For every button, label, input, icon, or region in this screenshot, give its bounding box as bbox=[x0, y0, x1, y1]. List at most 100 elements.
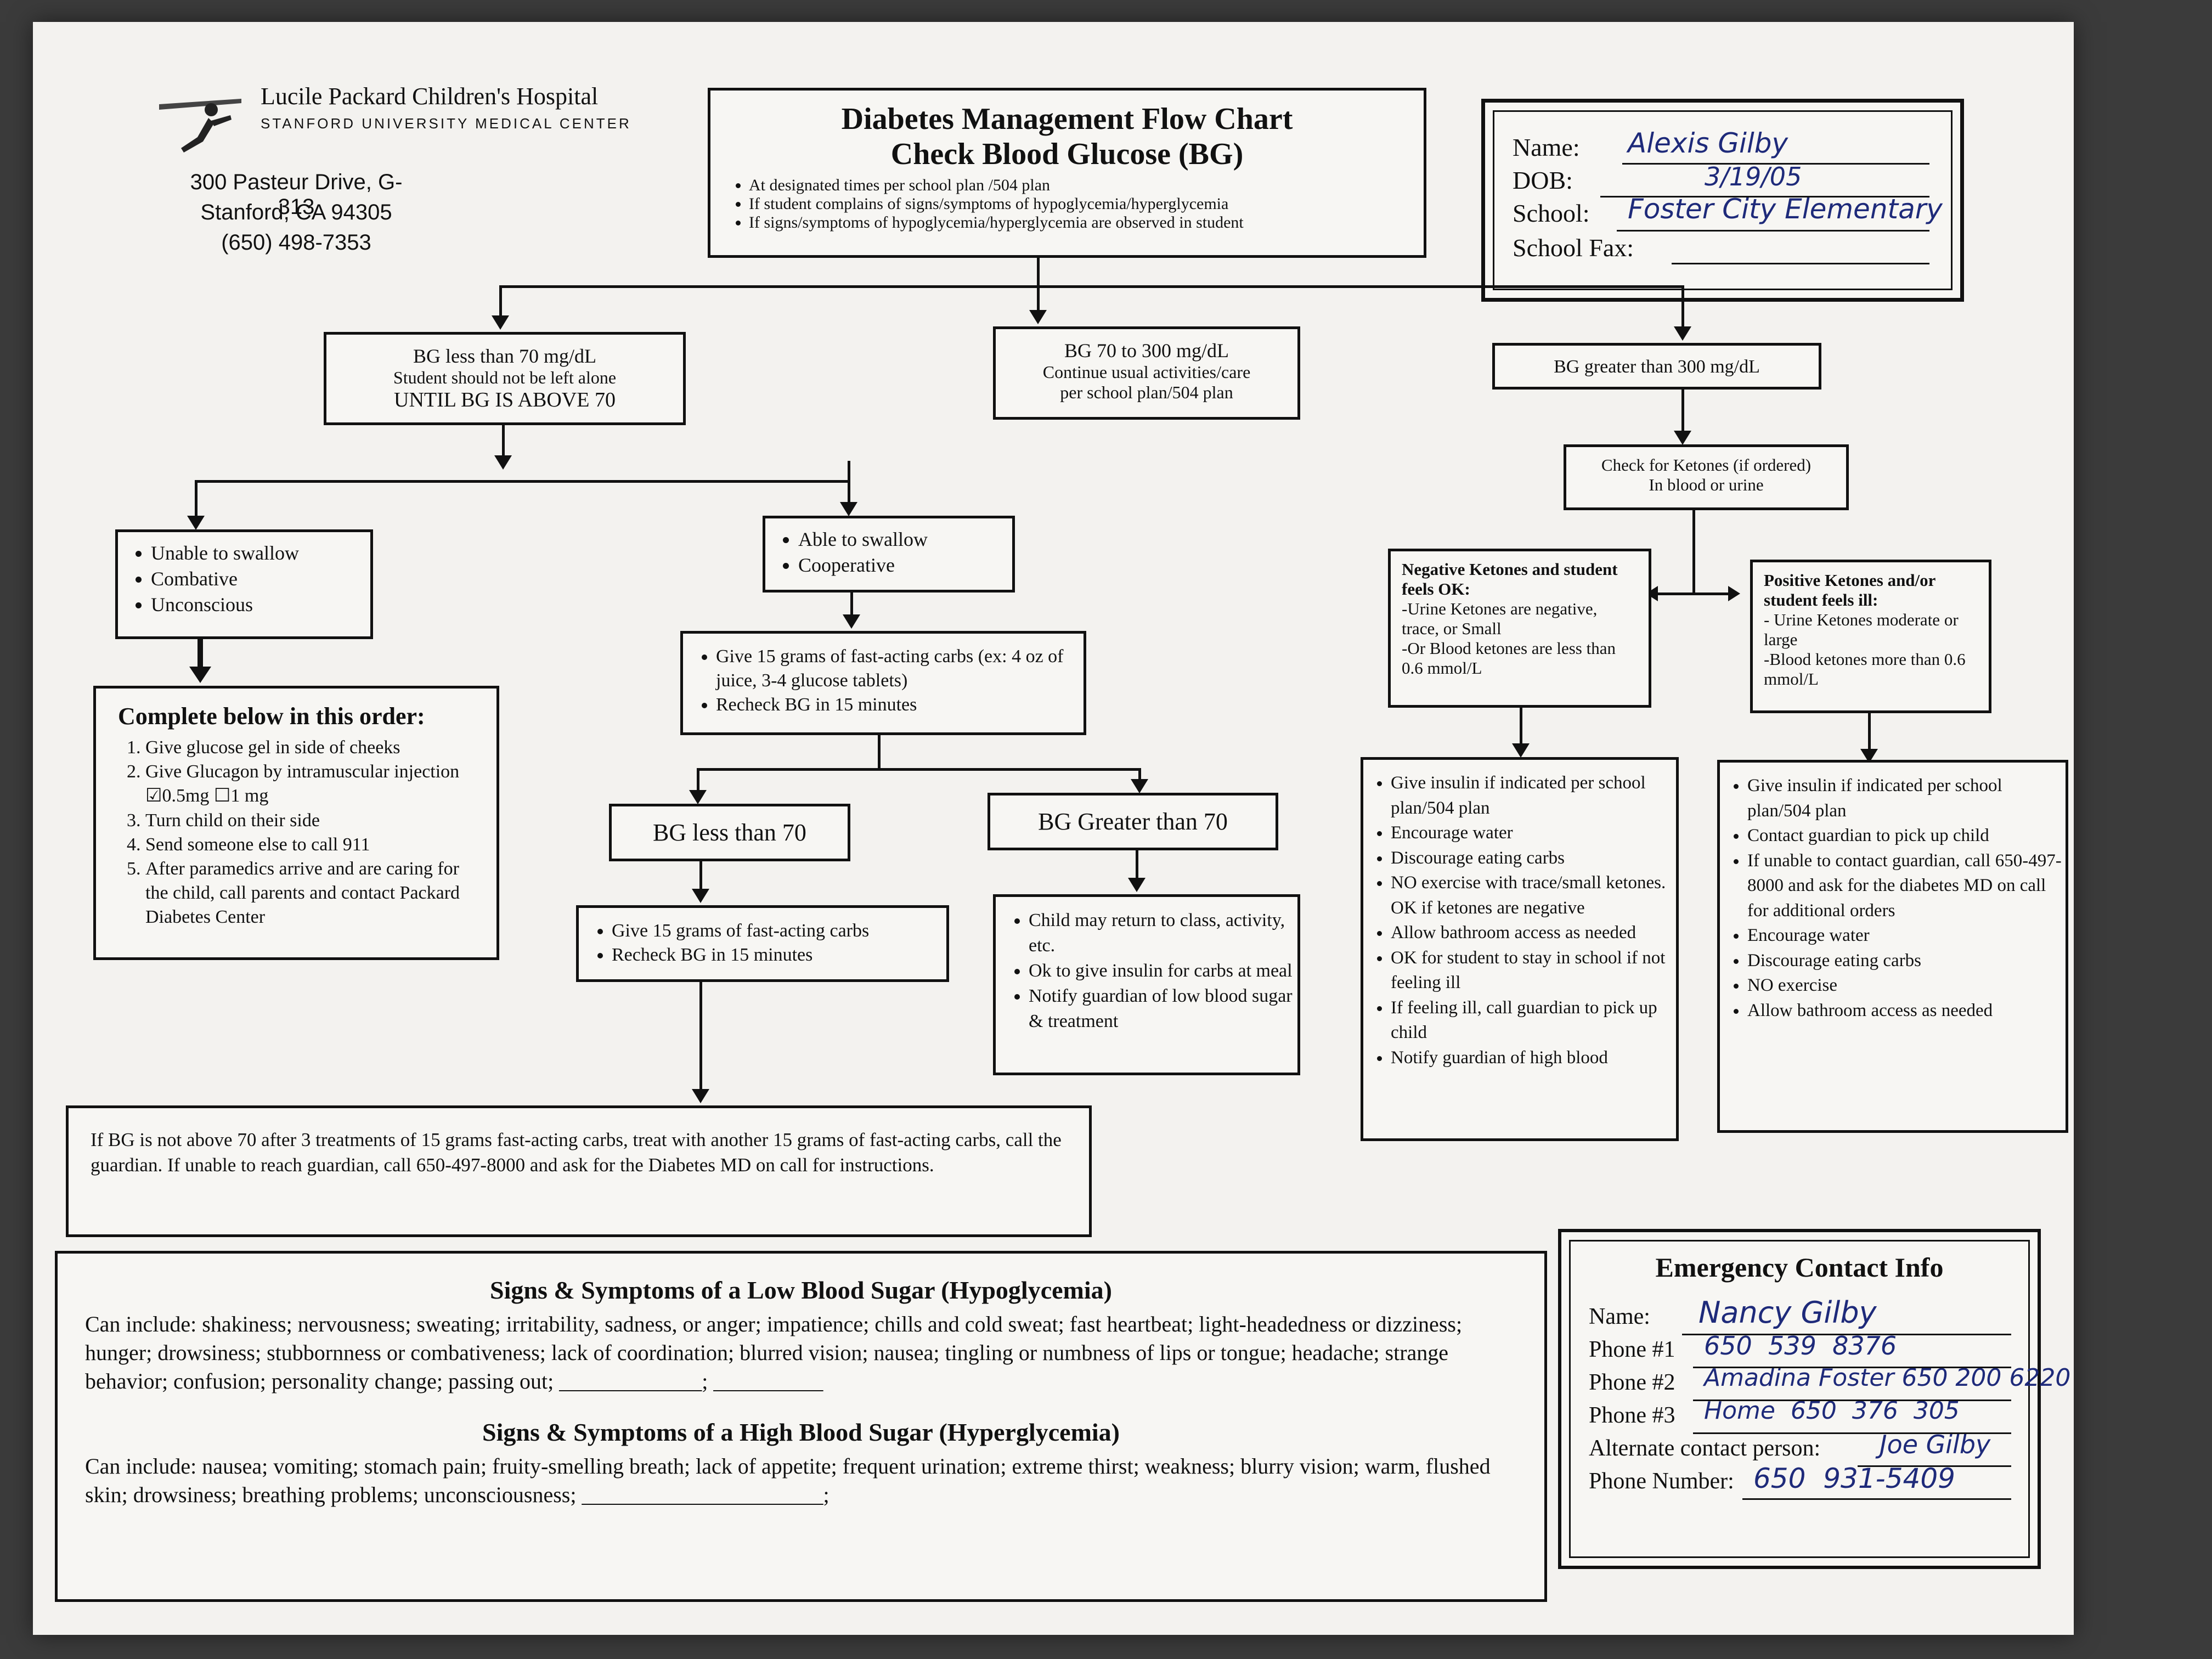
bg-less70-box: BG less than 70 bbox=[609, 804, 850, 861]
bg-less70-label: BG less than 70 bbox=[653, 819, 806, 846]
hyper-text: Can include: nausea; vomiting; stomach p… bbox=[85, 1454, 1491, 1507]
neg-title: Negative Ketones and student feels OK: bbox=[1402, 560, 1618, 599]
ec-name-value[interactable]: Nancy Gilby bbox=[1699, 1295, 1877, 1330]
neg-items-box: Give insulin if indicated per school pla… bbox=[1361, 757, 1679, 1141]
give15b-box: Give 15 grams of fast-acting carbs Reche… bbox=[576, 905, 949, 982]
student-dob-label: DOB: bbox=[1513, 166, 1573, 194]
bg-greater70-box: BG Greater than 70 bbox=[988, 793, 1278, 850]
pos-items-box: Give insulin if indicated per school pla… bbox=[1717, 760, 2068, 1133]
hypo-text: Can include: shakiness; nervousness; swe… bbox=[85, 1312, 1463, 1393]
complete-step: Send someone else to call 911 bbox=[145, 833, 486, 857]
title-box: Diabetes Management Flow Chart Check Blo… bbox=[708, 88, 1426, 258]
bg-high-line1: BG greater than 300 mg/dL bbox=[1554, 357, 1760, 377]
pos-item: Encourage water bbox=[1747, 923, 2066, 949]
neg-item: OK for student to stay in school if not … bbox=[1391, 946, 1676, 996]
neg-item: If feeling ill, call guardian to pick up… bbox=[1391, 996, 1676, 1046]
student-name-value[interactable]: Alexis Gilby bbox=[1628, 127, 1788, 159]
pos-title: Positive Ketones and/or student feels il… bbox=[1764, 571, 1936, 610]
neg-item: Notify guardian of high blood bbox=[1391, 1046, 1676, 1071]
greater70-item: Notify guardian of low blood sugar & tre… bbox=[1029, 984, 1297, 1034]
neg-ketones-box: Negative Ketones and student feels OK: -… bbox=[1388, 549, 1651, 708]
student-name-label: Name: bbox=[1513, 133, 1580, 161]
ec-alt-value[interactable]: Joe Gilby bbox=[1880, 1430, 1991, 1459]
ketones-line2: In blood or urine bbox=[1649, 475, 1764, 494]
title-bullet: At designated times per school plan /504… bbox=[749, 176, 1424, 195]
pos-item: NO exercise bbox=[1747, 973, 2066, 998]
complete-step: Give Glucagon by intramuscular injection… bbox=[145, 760, 486, 808]
chart-subtitle: Check Blood Glucose (BG) bbox=[890, 137, 1244, 171]
neg-item: Give insulin if indicated per school pla… bbox=[1391, 771, 1676, 821]
ec-num-value[interactable]: 650 931-5409 bbox=[1753, 1463, 1955, 1494]
able-item: Cooperative bbox=[798, 552, 1012, 578]
give15b-item: Recheck BG in 15 minutes bbox=[612, 943, 946, 967]
greater70-item: Child may return to class, activity, etc… bbox=[1029, 908, 1297, 958]
emergency-title: Emergency Contact Info bbox=[1655, 1252, 1944, 1283]
neg-line2: -Or Blood ketones are less than 0.6 mmol… bbox=[1402, 639, 1616, 678]
ketones-line1: Check for Ketones (if ordered) bbox=[1601, 455, 1812, 475]
chart-title: Diabetes Management Flow Chart bbox=[841, 102, 1293, 136]
bg-greater70-label: BG Greater than 70 bbox=[1038, 808, 1228, 835]
ec-p3-label: Phone #3 bbox=[1589, 1403, 1675, 1428]
hospital-address2: Stanford, CA 94305 bbox=[200, 200, 392, 224]
ec-num-label: Phone Number: bbox=[1589, 1469, 1734, 1494]
give15b-item: Give 15 grams of fast-acting carbs bbox=[612, 919, 946, 943]
greater70-item: Ok to give insulin for carbs at meal bbox=[1029, 958, 1297, 984]
pos-line1: - Urine Ketones moderate or large bbox=[1764, 610, 1959, 649]
neg-item: NO exercise with trace/small ketones. OK… bbox=[1391, 871, 1676, 921]
hospital-name: Lucile Packard Children's Hospital bbox=[261, 83, 599, 110]
student-dob-value[interactable]: 3/19/05 bbox=[1705, 162, 1802, 191]
pos-ketones-box: Positive Ketones and/or student feels il… bbox=[1750, 560, 1991, 713]
pos-item: Allow bathroom access as needed bbox=[1747, 998, 2066, 1024]
unable-item: Combative bbox=[151, 566, 370, 592]
ec-alt-label: Alternate contact person: bbox=[1589, 1436, 1821, 1461]
give15-item: Recheck BG in 15 minutes bbox=[716, 693, 1084, 717]
bg-low-line3: UNTIL BG IS ABOVE 70 bbox=[394, 388, 616, 411]
bg-low-box: BG less than 70 mg/dL Student should not… bbox=[324, 332, 686, 425]
ec-p1-value[interactable]: 650 539 8376 bbox=[1704, 1331, 1897, 1361]
student-info-box: Name: Alexis Gilby DOB: 3/19/05 School: … bbox=[1481, 99, 1964, 302]
student-school-label: School: bbox=[1513, 199, 1590, 227]
bg-normal-line1: BG 70 to 300 mg/dL bbox=[1064, 340, 1229, 362]
student-school-value[interactable]: Foster City Elementary bbox=[1628, 193, 1943, 225]
bg-normal-line3: per school plan/504 plan bbox=[1060, 382, 1233, 402]
bg-low-line1: BG less than 70 mg/dL bbox=[413, 345, 596, 367]
bg-high-box: BG greater than 300 mg/dL bbox=[1492, 343, 1821, 390]
pos-item: Contact guardian to pick up child bbox=[1747, 823, 2066, 849]
ec-p2-value[interactable]: Amadina Foster 650 200 6220 bbox=[1704, 1364, 2071, 1392]
give15-item: Give 15 grams of fast-acting carbs (ex: … bbox=[716, 645, 1084, 693]
greater70-items-box: Child may return to class, activity, etc… bbox=[993, 894, 1300, 1075]
unable-item: Unable to swallow bbox=[151, 540, 370, 566]
hypo-title: Signs & Symptoms of a Low Blood Sugar (H… bbox=[490, 1276, 1112, 1304]
ec-p3-value[interactable]: Home 650 376 305 bbox=[1704, 1397, 1960, 1425]
able-box: Able to swallow Cooperative bbox=[763, 516, 1015, 592]
after3-text: If BG is not above 70 after 3 treatments… bbox=[91, 1129, 1062, 1176]
hospital-phone: (650) 498-7353 bbox=[221, 230, 371, 255]
complete-step: Turn child on their side bbox=[145, 809, 486, 833]
neg-item: Encourage water bbox=[1391, 821, 1676, 846]
able-item: Able to swallow bbox=[798, 527, 1012, 552]
ec-name-label: Name: bbox=[1589, 1304, 1650, 1329]
complete-box: Complete below in this order: Give gluco… bbox=[93, 686, 499, 960]
unable-box: Unable to swallow Combative Unconscious bbox=[115, 529, 373, 639]
hospital-address1: 300 Pasteur Drive, G-313 bbox=[190, 170, 403, 219]
hyper-title: Signs & Symptoms of a High Blood Sugar (… bbox=[482, 1418, 1120, 1446]
pos-item: Give insulin if indicated per school pla… bbox=[1747, 774, 2066, 823]
student-fax-label: School Fax: bbox=[1513, 234, 1634, 262]
bg-normal-line2: Continue usual activities/care bbox=[1042, 362, 1251, 382]
complete-step: Give glucose gel in side of cheeks bbox=[145, 736, 486, 760]
emergency-box: Emergency Contact Info Name: Nancy Gilby… bbox=[1558, 1229, 2070, 1569]
pos-line2: -Blood ketones more than 0.6 mmol/L bbox=[1764, 650, 1966, 689]
ketones-box: Check for Ketones (if ordered) In blood … bbox=[1564, 444, 1849, 510]
unable-item: Unconscious bbox=[151, 592, 370, 618]
title-bullet: If student complains of signs/symptoms o… bbox=[749, 195, 1424, 213]
give15-box: Give 15 grams of fast-acting carbs (ex: … bbox=[680, 631, 1086, 735]
pos-item: If unable to contact guardian, call 650-… bbox=[1747, 849, 2066, 924]
pos-item: Discourage eating carbs bbox=[1747, 949, 2066, 974]
neg-item: Allow bathroom access as needed bbox=[1391, 921, 1676, 946]
ec-p1-label: Phone #1 bbox=[1589, 1337, 1675, 1362]
hospital-logo bbox=[159, 93, 241, 159]
complete-step: After paramedics arrive and are caring f… bbox=[145, 857, 486, 930]
flow-chart-paper: Lucile Packard Children's Hospital STANF… bbox=[33, 22, 2074, 1635]
title-bullet: If signs/symptoms of hypoglycemia/hyperg… bbox=[749, 213, 1424, 232]
bg-low-line2: Student should not be left alone bbox=[393, 368, 617, 387]
